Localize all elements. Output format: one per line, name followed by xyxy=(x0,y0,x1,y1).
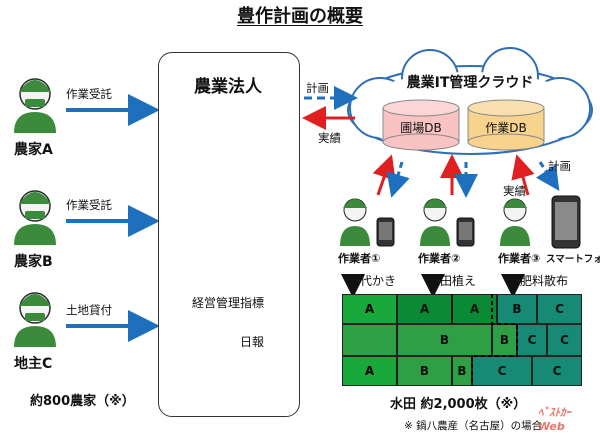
work-db-icon xyxy=(467,99,545,151)
task-label-1: 代かき xyxy=(360,274,397,288)
chart-label: 経営管理指標 xyxy=(191,296,264,310)
watermark-logo: ﾍﾞｽﾄｶｰ Web xyxy=(538,406,571,433)
field-cell: C xyxy=(517,324,547,356)
result-label: 実績 xyxy=(318,131,341,145)
worker-1-label: 作業者① xyxy=(338,252,381,265)
daily-report-label: 日報 xyxy=(240,335,265,349)
field-cell: A xyxy=(342,356,397,386)
cloud-title: 農業IT管理クラウド xyxy=(406,75,534,91)
landowner-c-label: 地主C xyxy=(14,356,53,372)
work-db-label: 作業DB xyxy=(485,121,527,135)
worker-1-icon xyxy=(340,198,370,246)
field-cell: C xyxy=(537,294,582,324)
task-label-3: 肥料散布 xyxy=(520,274,569,288)
farmer-b-icon xyxy=(14,190,56,245)
worker-2-label: 作業者② xyxy=(418,252,461,265)
farmer-a-icon xyxy=(14,78,56,133)
field-cell: B xyxy=(497,294,537,324)
field-boundary-dashed xyxy=(451,294,518,386)
corp-title: 農業法人 xyxy=(194,77,262,97)
field-db-label: 圃場DB xyxy=(400,121,442,135)
worker-3-icon xyxy=(500,198,530,246)
phone-1-icon xyxy=(376,217,395,247)
agri-corp-box xyxy=(158,52,300,417)
action-label-c: 土地貸付 xyxy=(66,303,112,317)
landowner-c-icon xyxy=(14,292,56,347)
field-cell: B xyxy=(492,324,517,356)
field-cell: B xyxy=(397,324,492,356)
smartphone-large-icon xyxy=(551,195,581,249)
farmer-count-label: 約800農家（※） xyxy=(30,394,135,409)
field-cell: C xyxy=(532,356,582,386)
paddy-field-grid: A A A B C B B C C A B B C C xyxy=(342,294,582,386)
page-title: 豊作計画の概要 xyxy=(237,6,363,27)
field-cell xyxy=(342,324,397,356)
action-label-a: 作業受託 xyxy=(66,87,112,101)
plan-label: 計画 xyxy=(306,81,329,95)
farmer-b-label: 農家B xyxy=(14,254,53,270)
field-cell: A xyxy=(397,294,452,324)
smartphone-label: スマートフォン xyxy=(546,254,600,265)
worker-3-label: 作業者③ xyxy=(498,252,541,265)
field-caption: 水田 約2,000枚（※） xyxy=(390,397,527,412)
phone-2-icon xyxy=(456,217,475,247)
field-cell: A xyxy=(452,294,497,324)
field-cell: C xyxy=(547,324,582,356)
action-label-b: 作業受託 xyxy=(66,198,112,212)
result-label-2: 実績 xyxy=(503,184,526,198)
field-db-icon xyxy=(382,99,460,151)
source-note: ※ 鍋八農産（名古屋）の場合 xyxy=(404,420,543,432)
worker-2-icon xyxy=(420,198,450,246)
farmer-a-label: 農家A xyxy=(14,142,53,158)
task-label-2: 田植え xyxy=(440,274,477,288)
plan-label-2: 計画 xyxy=(548,159,571,173)
field-cell: B xyxy=(397,356,452,386)
field-cell: A xyxy=(342,294,397,324)
